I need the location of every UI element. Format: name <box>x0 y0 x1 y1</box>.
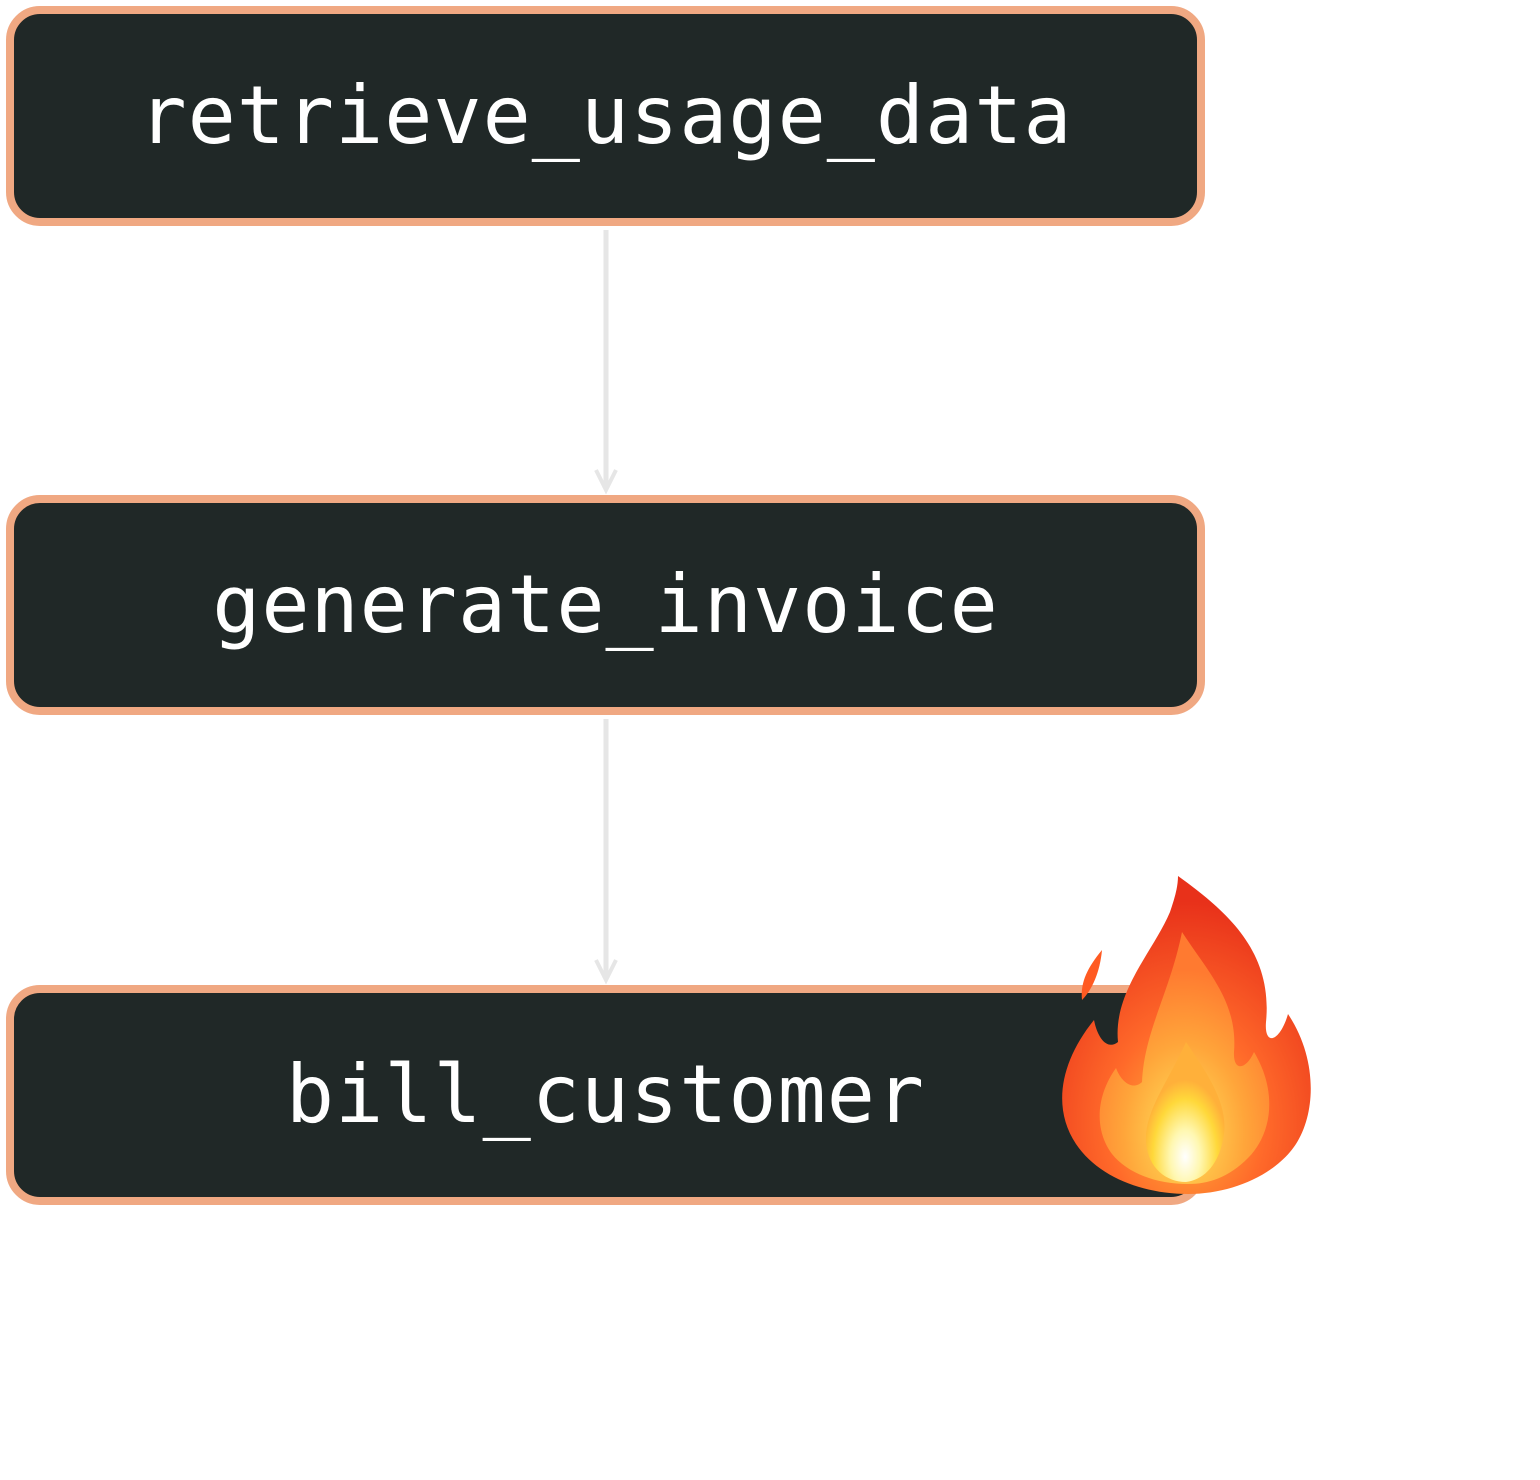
edge-retrieve-to-generate <box>594 230 618 495</box>
node-label: generate_invoice <box>212 558 999 651</box>
node-bill-customer[interactable]: bill_customer <box>6 985 1205 1205</box>
fire-icon <box>1062 876 1311 1194</box>
node-retrieve-usage-data[interactable]: retrieve_usage_data <box>6 6 1205 226</box>
node-generate-invoice[interactable]: generate_invoice <box>6 495 1205 715</box>
node-label: retrieve_usage_data <box>138 69 1073 162</box>
node-label: bill_customer <box>285 1048 926 1141</box>
edge-generate-to-bill <box>594 719 618 985</box>
